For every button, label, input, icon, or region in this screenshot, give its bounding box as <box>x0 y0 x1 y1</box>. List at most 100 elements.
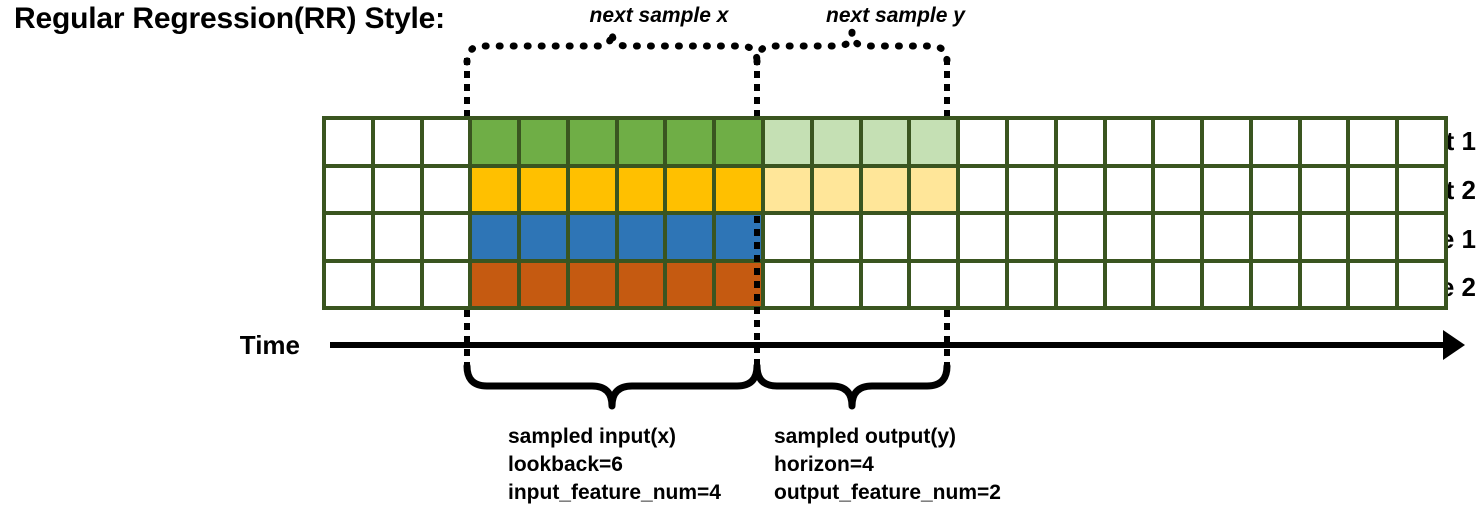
grid-cell-r3-c19 <box>1252 262 1298 306</box>
grid-cell-r2-c18 <box>1204 215 1249 259</box>
grid-cell-r3-c5 <box>569 262 615 306</box>
grid-cell-r1-c16 <box>1106 167 1152 211</box>
grid-cell-r2-c12 <box>911 215 957 259</box>
grid-cell-r0-c15 <box>1057 120 1103 164</box>
grid-cell-r1-c10 <box>813 167 859 211</box>
grid-cell-r2-c11 <box>862 215 908 259</box>
grid-cell-r1-c8 <box>716 167 762 211</box>
grid-cell-r2-c8 <box>716 215 762 259</box>
grid-cell-r3-c10 <box>813 262 859 306</box>
grid-cell-r3-c20 <box>1301 262 1347 306</box>
grid-cell-r0-c17 <box>1155 120 1201 164</box>
grid-cell-r2-c20 <box>1301 215 1347 259</box>
grid-cell-r1-c12 <box>911 167 957 211</box>
grid-cell-r2-c5 <box>569 215 615 259</box>
grid-cell-r3-c18 <box>1204 262 1249 306</box>
timeseries-grid <box>322 116 1448 310</box>
time-axis-line <box>330 342 1453 348</box>
caption-output-line2: horizon=4 <box>774 452 874 476</box>
grid-cell-r0-c22 <box>1399 120 1444 164</box>
grid-cell-r1-c1 <box>374 167 420 211</box>
grid-cell-r0-c16 <box>1106 120 1152 164</box>
grid-cell-r0-c4 <box>521 120 566 164</box>
grid-cell-r2-c0 <box>326 215 371 259</box>
grid-cell-r3-c22 <box>1399 262 1444 306</box>
grid-cell-r2-c15 <box>1057 215 1103 259</box>
grid-cell-r2-c7 <box>667 215 713 259</box>
caption-input-line3: input_feature_num=4 <box>508 480 721 504</box>
grid-cell-r1-c0 <box>326 167 371 211</box>
grid-cell-r1-c17 <box>1155 167 1201 211</box>
grid-cell-r0-c7 <box>667 120 713 164</box>
dropline-input-start <box>464 58 470 116</box>
caption-sampled-output: sampled output(y) horizon=4 output_featu… <box>774 423 1001 507</box>
grid-cell-r3-c11 <box>862 262 908 306</box>
grid-cell-r1-c15 <box>1057 167 1103 211</box>
grid-cell-r2-c6 <box>618 215 664 259</box>
grid-cell-r0-c20 <box>1301 120 1347 164</box>
grid-cell-r1-c18 <box>1204 167 1249 211</box>
grid-cell-r0-c10 <box>813 120 859 164</box>
grid-cell-r0-c11 <box>862 120 908 164</box>
grid-cell-r3-c7 <box>667 262 713 306</box>
dropline-split <box>754 58 760 116</box>
dropline-input-start-lower <box>464 310 470 370</box>
caption-output-line3: output_feature_num=2 <box>774 480 1001 504</box>
grid-cell-r1-c9 <box>765 167 810 211</box>
grid-cell-r2-c22 <box>1399 215 1444 259</box>
grid-cell-r3-c17 <box>1155 262 1201 306</box>
grid-cell-r3-c9 <box>765 262 810 306</box>
grid-cell-r1-c2 <box>423 167 469 211</box>
grid-cell-r1-c4 <box>521 167 566 211</box>
grid-cell-r0-c13 <box>960 120 1005 164</box>
grid-cell-r3-c21 <box>1350 262 1396 306</box>
grid-cell-r3-c13 <box>960 262 1005 306</box>
grid-cell-r1-c13 <box>960 167 1005 211</box>
grid-cell-r2-c9 <box>765 215 810 259</box>
dropline-split-lower <box>754 216 760 370</box>
page-title: Regular Regression(RR) Style: <box>14 2 445 35</box>
caption-input-line1: sampled input(x) <box>508 425 677 448</box>
grid-cell-r3-c1 <box>374 262 420 306</box>
grid-cell-r2-c2 <box>423 215 469 259</box>
grid-cell-r0-c6 <box>618 120 664 164</box>
grid-cell-r2-c1 <box>374 215 420 259</box>
dropline-output-end-lower <box>944 310 950 370</box>
grid-cell-r1-c7 <box>667 167 713 211</box>
grid-cell-r1-c6 <box>618 167 664 211</box>
grid-cell-r0-c12 <box>911 120 957 164</box>
grid-cell-r2-c13 <box>960 215 1005 259</box>
grid-cell-r1-c5 <box>569 167 615 211</box>
grid-cell-r2-c14 <box>1008 215 1054 259</box>
grid-cell-r2-c21 <box>1350 215 1396 259</box>
grid-cell-r1-c14 <box>1008 167 1054 211</box>
grid-cell-r2-c19 <box>1252 215 1298 259</box>
top-brace-output-y <box>753 31 951 66</box>
bottom-brace-input-x <box>463 362 761 410</box>
grid-cell-r1-c21 <box>1350 167 1396 211</box>
grid-cell-r2-c16 <box>1106 215 1152 259</box>
grid-cell-r1-c11 <box>862 167 908 211</box>
grid-cell-r3-c0 <box>326 262 371 306</box>
grid-cell-r0-c2 <box>423 120 469 164</box>
grid-cell-r0-c18 <box>1204 120 1249 164</box>
dropline-output-end <box>944 58 950 116</box>
grid-cell-r1-c3 <box>472 167 518 211</box>
grid-cell-r3-c15 <box>1057 262 1103 306</box>
grid-cell-r2-c17 <box>1155 215 1201 259</box>
grid-cell-r0-c14 <box>1008 120 1054 164</box>
next-sample-y-label: next sample y <box>826 4 965 27</box>
grid-cell-r1-c20 <box>1301 167 1347 211</box>
grid-cell-r2-c4 <box>521 215 566 259</box>
grid-cell-r0-c9 <box>765 120 810 164</box>
grid-cell-r2-c10 <box>813 215 859 259</box>
grid-cell-r0-c21 <box>1350 120 1396 164</box>
grid-cell-r3-c3 <box>472 262 518 306</box>
grid-cell-r0-c8 <box>716 120 762 164</box>
grid-cell-r0-c3 <box>472 120 518 164</box>
grid-cell-r3-c16 <box>1106 262 1152 306</box>
grid-cell-r3-c12 <box>911 262 957 306</box>
caption-sampled-input: sampled input(x) lookback=6 input_featur… <box>508 423 721 507</box>
grid-cell-r1-c22 <box>1399 167 1444 211</box>
